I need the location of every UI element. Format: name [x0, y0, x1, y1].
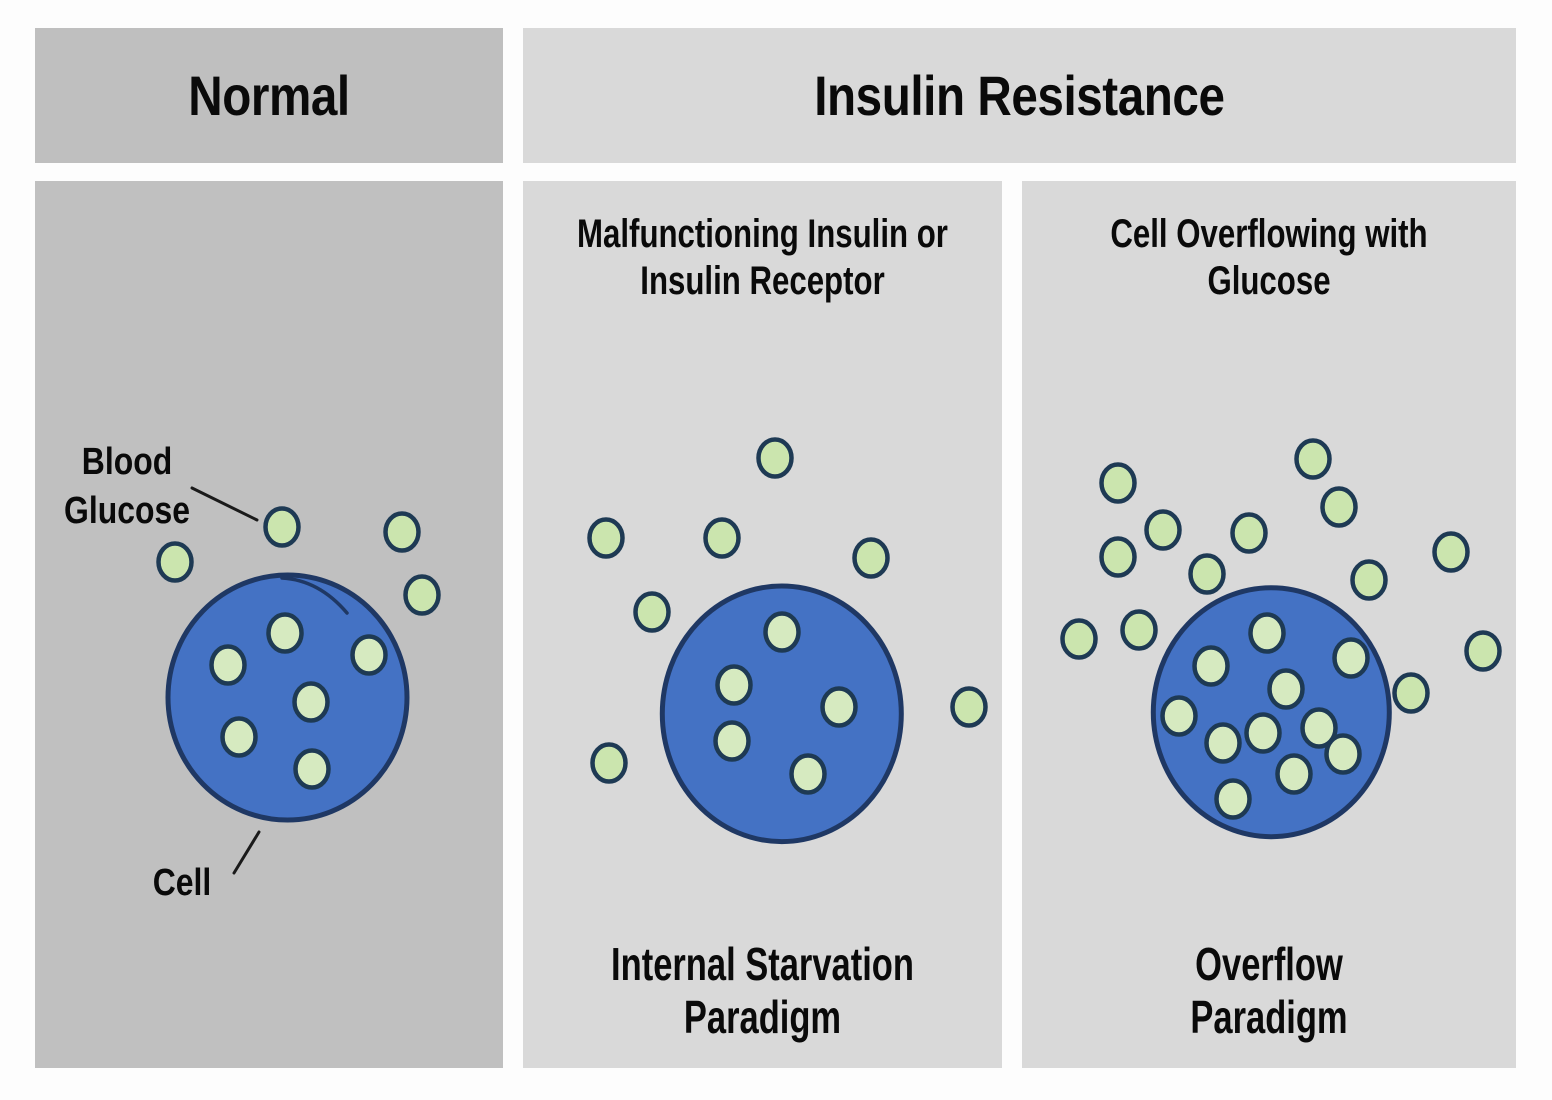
overflow-cell-diagram — [1060, 438, 1502, 840]
intracellular-glucose-dot — [1324, 733, 1362, 775]
starvation-title-line2: Insulin Receptor — [640, 259, 885, 303]
blood-glucose-leader-line — [190, 486, 259, 522]
blood-glucose-dot — [756, 437, 794, 479]
cell-body — [659, 583, 904, 845]
cell-label: Cell — [152, 862, 212, 904]
intracellular-glucose-dot — [1267, 668, 1305, 710]
panel-normal: Blood Glucose Cell — [35, 181, 503, 1068]
starvation-caption-line2: Paradigm — [683, 991, 842, 1043]
blood-glucose-dot — [156, 541, 194, 583]
intracellular-glucose-dot — [715, 664, 753, 706]
intracellular-glucose-dot — [1244, 712, 1282, 754]
blood-glucose-dot — [703, 517, 741, 559]
intracellular-glucose-dot — [713, 720, 751, 762]
panel-internal-starvation: Malfunctioning Insulin or Insulin Recept… — [523, 181, 1002, 1068]
overflow-caption-line2: Paradigm — [1190, 991, 1348, 1043]
intracellular-glucose-dot — [293, 748, 331, 790]
blood-glucose-dot — [1294, 438, 1332, 480]
starvation-cell-diagram — [587, 437, 988, 845]
starvation-title: Malfunctioning Insulin or Insulin Recept… — [576, 211, 950, 305]
blood-glucose-dot — [1144, 509, 1182, 551]
intracellular-glucose-dot — [1192, 645, 1230, 687]
blood-glucose-dot — [633, 591, 671, 633]
blood-glucose-dot — [1188, 553, 1226, 595]
blood-glucose-dot — [1432, 531, 1470, 573]
intracellular-glucose-dot — [1300, 707, 1338, 749]
intracellular-glucose-dot — [220, 716, 258, 758]
normal-cell-diagram — [156, 486, 441, 875]
blood-glucose-dot — [403, 574, 441, 616]
panel-overflow: Cell Overflowing with Glucose Overflow P… — [1022, 181, 1516, 1068]
overflow-title-line1: Cell Overflowing with — [1110, 212, 1428, 256]
blood-glucose-dot — [383, 511, 421, 553]
intracellular-glucose-dot — [1275, 753, 1313, 795]
blood-glucose-dot — [1392, 672, 1430, 714]
blood-glucose-dot — [1320, 486, 1358, 528]
header-insulin-resistance: Insulin Resistance — [523, 28, 1516, 163]
overflow-title: Cell Overflowing with Glucose — [1076, 211, 1461, 305]
blood-glucose-dot — [1350, 559, 1388, 601]
cell-membrane-stroke — [280, 576, 349, 615]
header-normal-label: Normal — [188, 64, 350, 127]
overflow-caption-line1: Overflow — [1195, 938, 1343, 990]
blood-glucose-label: Blood Glucose — [51, 438, 202, 536]
intracellular-glucose-dot — [209, 644, 247, 686]
starvation-title-line1: Malfunctioning Insulin or — [577, 212, 948, 256]
blood-glucose-dot — [590, 742, 628, 784]
intracellular-glucose-dot — [763, 611, 801, 653]
blood-glucose-label-line2: Glucose — [64, 490, 190, 532]
intracellular-glucose-dot — [1214, 778, 1252, 820]
blood-glucose-dot — [1099, 536, 1137, 578]
intracellular-glucose-dot — [350, 634, 388, 676]
blood-glucose-label-line1: Blood — [81, 441, 173, 483]
blood-glucose-dot — [263, 506, 301, 548]
overflow-title-line2: Glucose — [1207, 259, 1331, 303]
intracellular-glucose-dot — [1332, 637, 1370, 679]
cell-leader-line — [232, 830, 261, 875]
overflow-caption: Overflow Paradigm — [1084, 938, 1455, 1044]
intracellular-glucose-dot — [1204, 722, 1242, 764]
blood-glucose-dot — [1099, 462, 1137, 504]
intracellular-glucose-dot — [266, 612, 304, 654]
intracellular-glucose-dot — [820, 686, 858, 728]
blood-glucose-dot — [1060, 618, 1098, 660]
blood-glucose-dot — [950, 686, 988, 728]
blood-glucose-dot — [1230, 512, 1268, 554]
blood-glucose-dot — [587, 517, 625, 559]
cell-body — [165, 572, 410, 823]
blood-glucose-dot — [1120, 609, 1158, 651]
intracellular-glucose-dot — [292, 681, 330, 723]
intracellular-glucose-dot — [1248, 612, 1286, 654]
header-normal: Normal — [35, 28, 503, 163]
header-insulin-resistance-label: Insulin Resistance — [814, 64, 1225, 127]
intracellular-glucose-dot — [1160, 695, 1198, 737]
starvation-caption-line1: Internal Starvation — [611, 938, 914, 990]
starvation-caption: Internal Starvation Paradigm — [583, 938, 942, 1044]
intracellular-glucose-dot — [789, 753, 827, 795]
blood-glucose-dot — [852, 537, 890, 579]
blood-glucose-dot — [1464, 630, 1502, 672]
